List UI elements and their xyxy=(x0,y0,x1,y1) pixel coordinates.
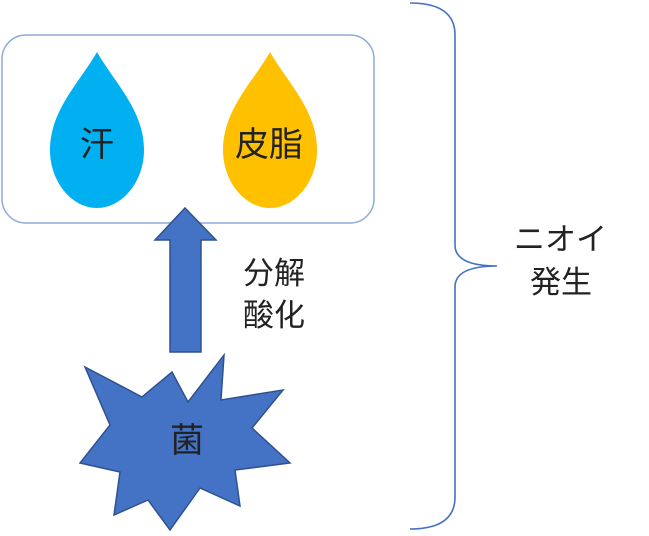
burst-star-icon xyxy=(78,352,292,532)
sweat-drop-icon xyxy=(50,52,144,208)
result-label-line1: ニオイ xyxy=(514,222,607,258)
sebum-drop-icon xyxy=(223,52,317,208)
process-label-line2: 酸化 xyxy=(243,298,305,334)
result-label-line2: 発生 xyxy=(530,265,592,301)
sebum-label: 皮脂 xyxy=(235,125,303,165)
sweat-label: 汗 xyxy=(80,125,114,165)
bacteria-label: 菌 xyxy=(170,421,204,461)
process-label-line1: 分解 xyxy=(243,256,305,292)
right-curly-brace-icon xyxy=(409,2,498,530)
up-arrow-icon xyxy=(153,206,218,353)
